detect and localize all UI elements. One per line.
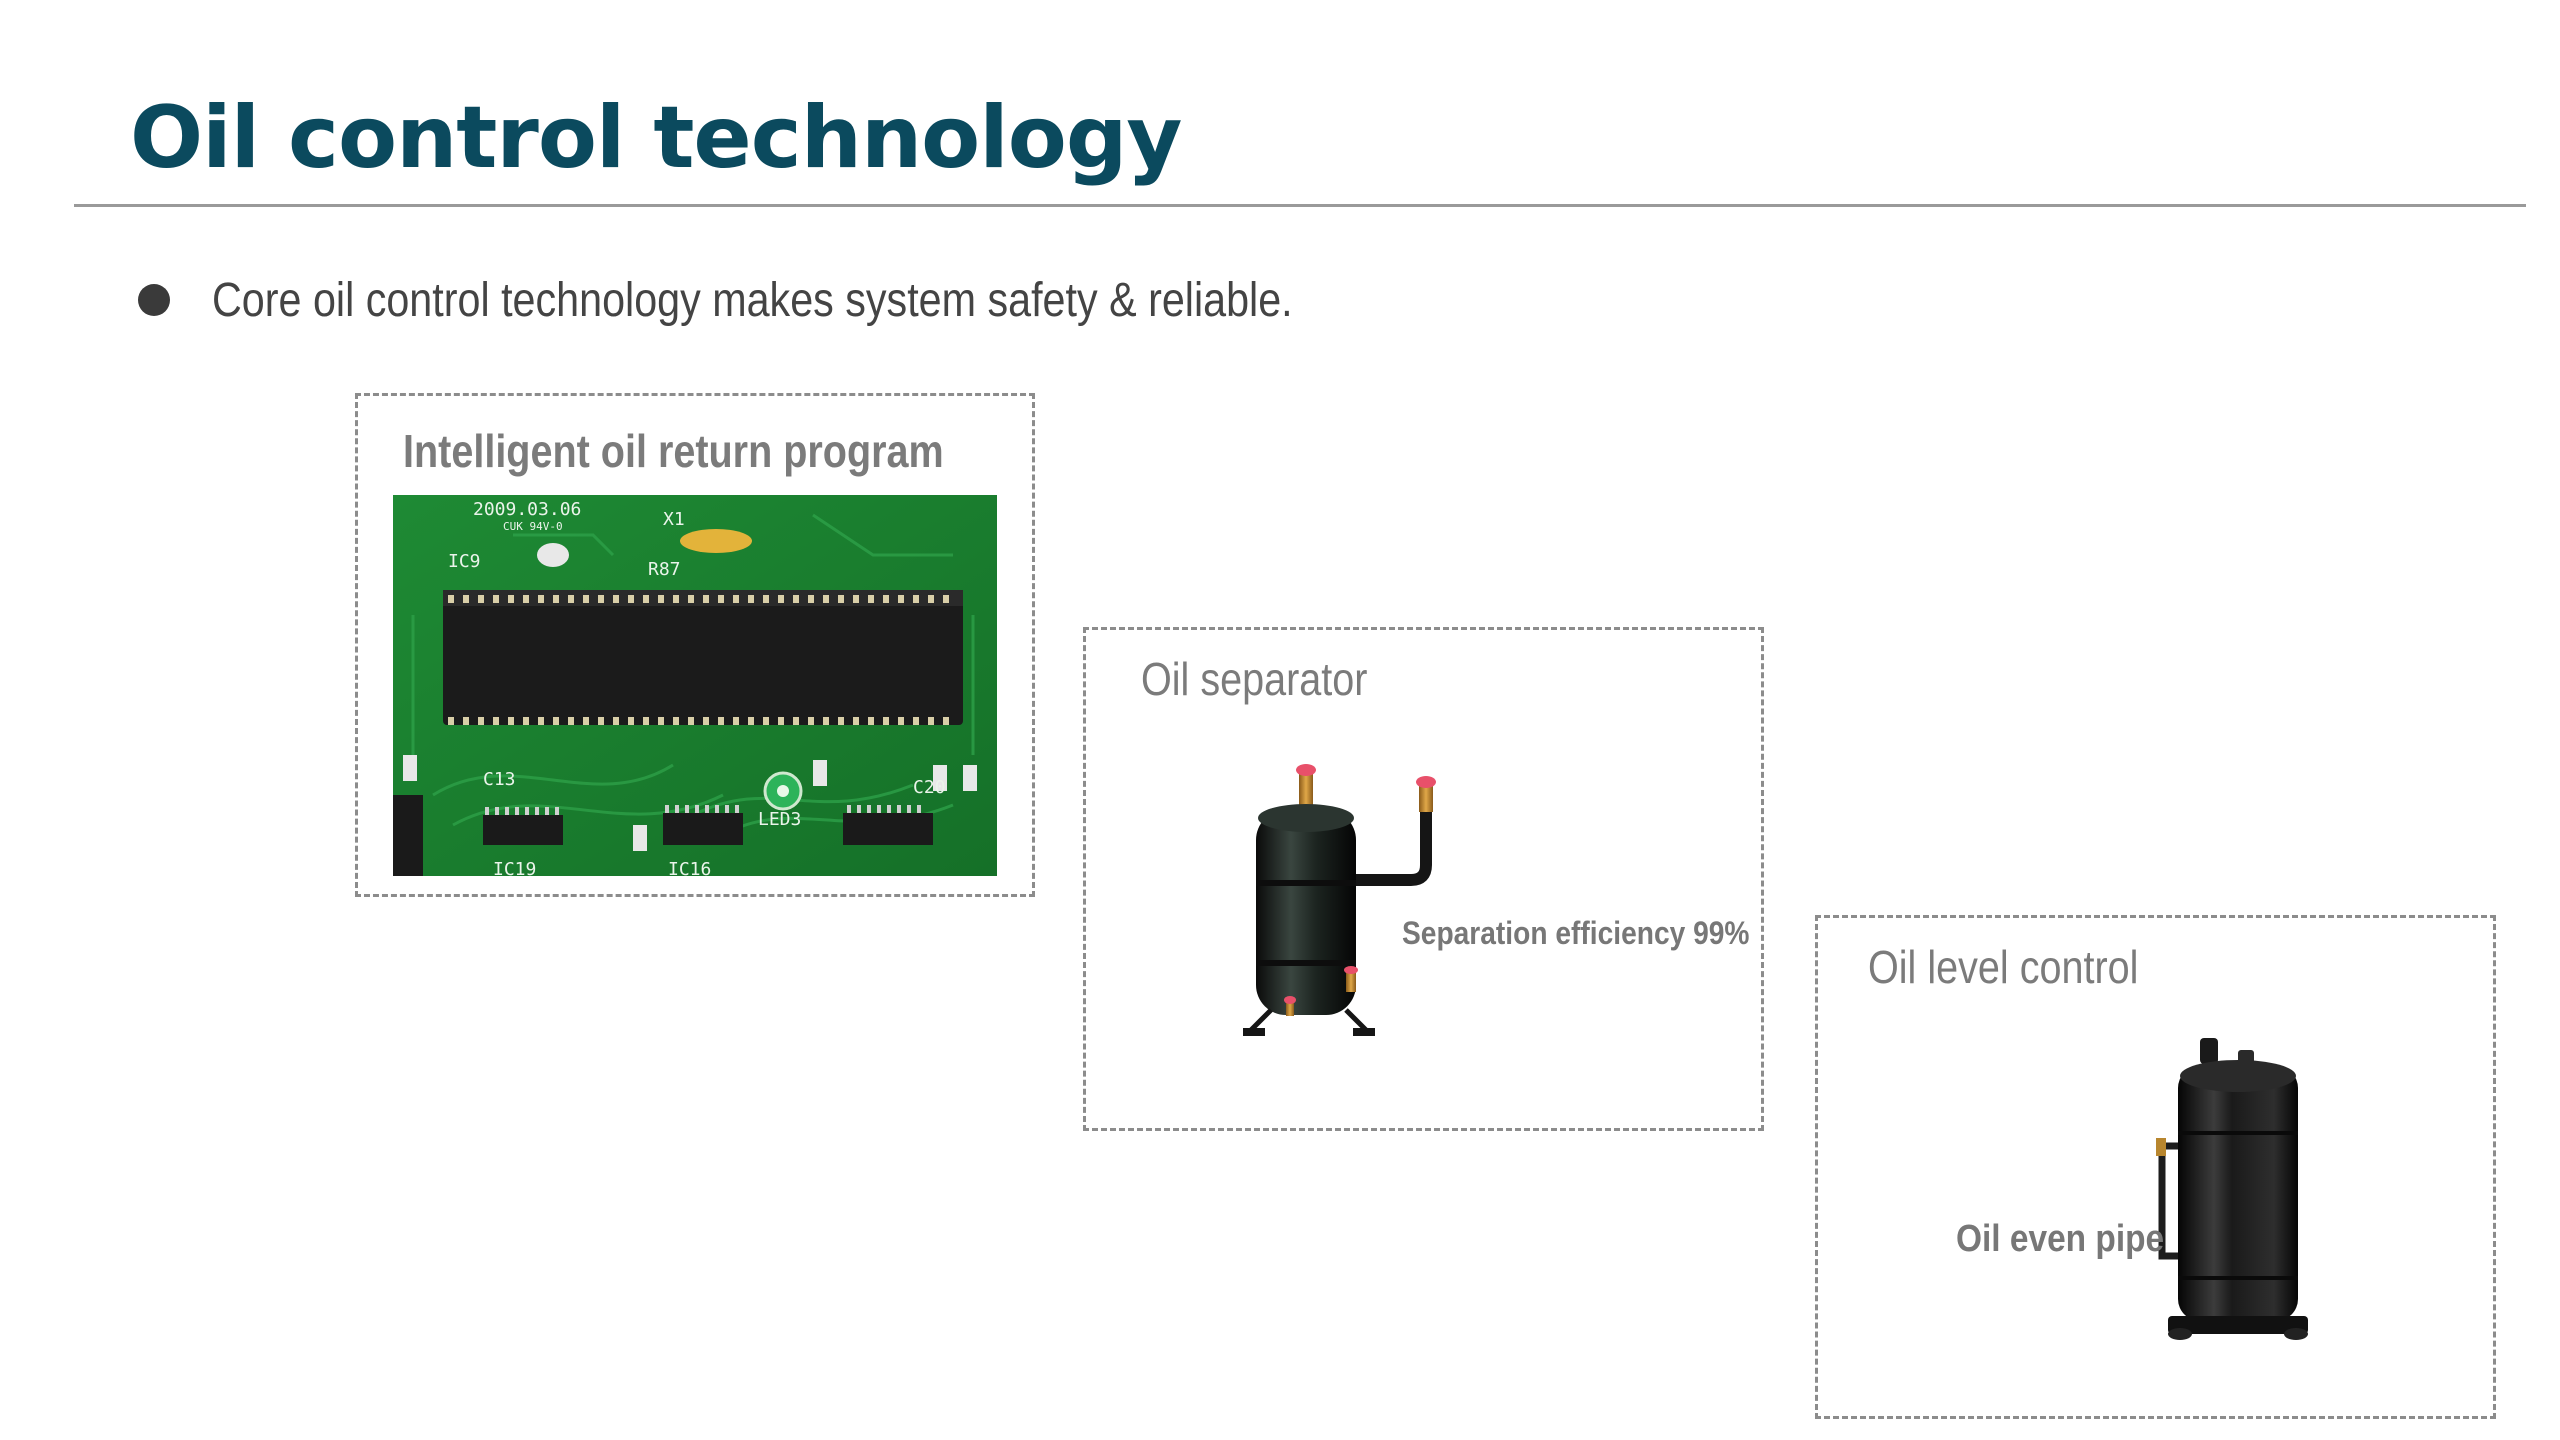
- compressor-image: [2148, 1036, 2308, 1346]
- board-label: IC19: [493, 859, 536, 876]
- card-oil-return-program: Intelligent oil return program: [355, 393, 1035, 897]
- bullet-text: Core oil control technology makes system…: [212, 273, 1293, 327]
- card-title: Intelligent oil return program: [403, 425, 944, 477]
- circuit-board-image: 2009.03.06 IC9 X1 C13 LED3 C20 R87 IC19 …: [393, 495, 997, 876]
- board-label: C20: [913, 777, 946, 798]
- separator-caption: Separation efficiency 99%: [1402, 915, 1750, 951]
- page-title: Oil control technology: [130, 88, 1182, 188]
- board-label: X1: [663, 509, 685, 530]
- board-label: C13: [483, 769, 516, 790]
- card-title: Oil separator: [1141, 653, 1368, 705]
- oil-pipe-caption: Oil even pipe: [1956, 1218, 2165, 1260]
- board-label: CUK 94V-0: [503, 520, 563, 533]
- card-oil-separator: Oil separator: [1083, 627, 1764, 1131]
- card-title: Oil level control: [1868, 941, 2139, 993]
- board-label: 2009.03.06: [473, 499, 581, 520]
- board-label: IC9: [448, 551, 481, 572]
- title-divider: [74, 204, 2526, 207]
- bullet-item: Core oil control technology makes system…: [138, 268, 1469, 332]
- board-label: LED3: [758, 809, 801, 830]
- card-oil-level-control: Oil level control: [1815, 915, 2496, 1419]
- oil-separator-image: [1241, 760, 1461, 1040]
- board-label: R87: [648, 559, 681, 580]
- bullet-dot-icon: [138, 284, 170, 316]
- board-label: IC16: [668, 859, 711, 876]
